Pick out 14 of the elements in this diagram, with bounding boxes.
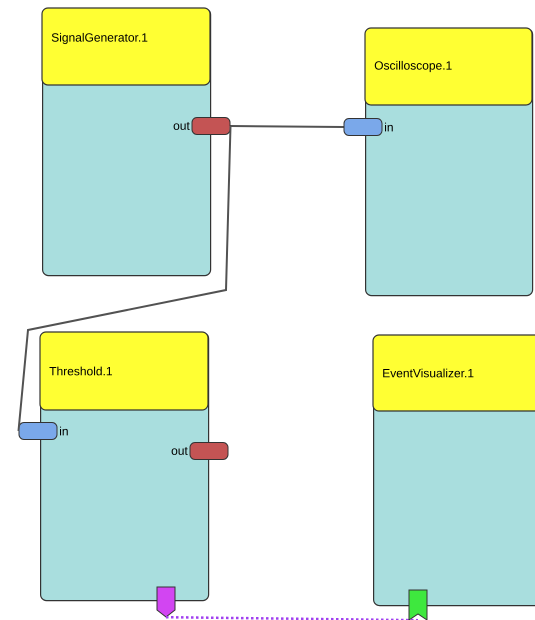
port-label: in (385, 122, 393, 132)
connector (230, 125, 344, 128)
port (408, 590, 428, 620)
connector (166, 616, 418, 620)
port-label: in (60, 426, 68, 436)
port-label: out (174, 122, 190, 130)
module-box: EventVisualizer.1 (372, 334, 535, 606)
port (192, 117, 230, 135)
port (156, 586, 176, 618)
port-label: out (172, 447, 188, 455)
port (18, 422, 58, 440)
port (344, 118, 382, 136)
port (190, 442, 228, 460)
connector (18, 126, 232, 432)
